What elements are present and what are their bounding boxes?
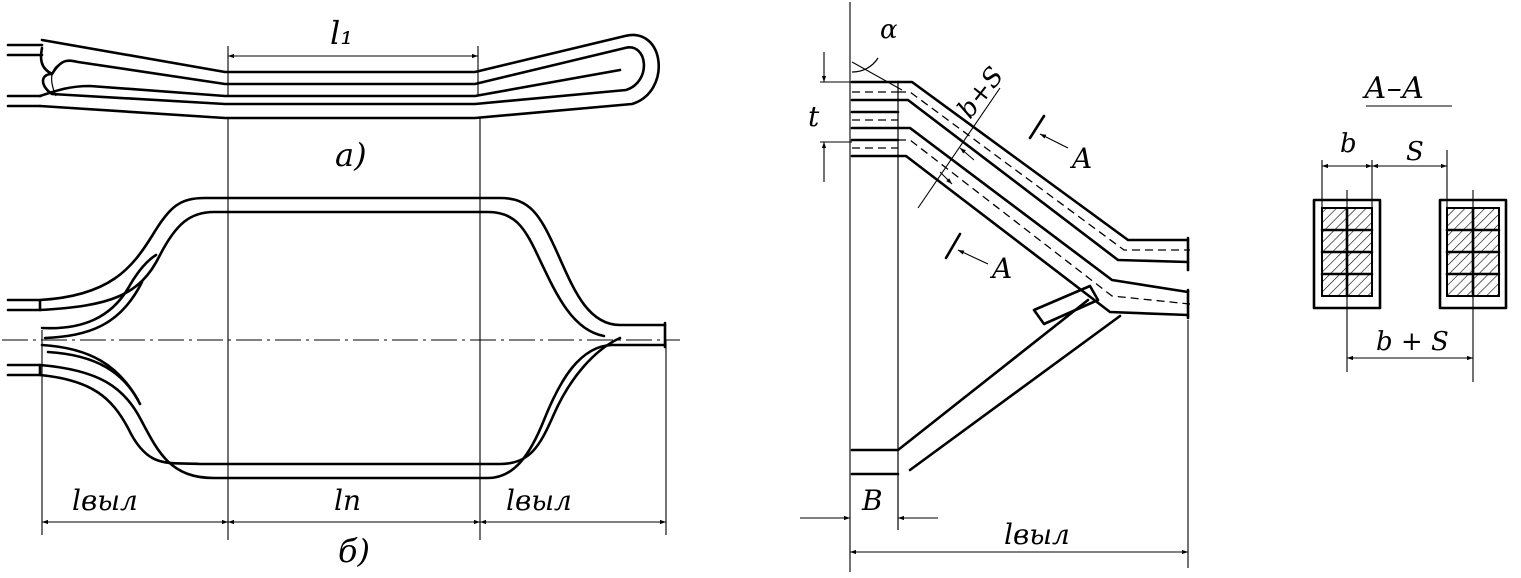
label-B: B bbox=[861, 484, 883, 517]
label-bs: b+S bbox=[952, 62, 1010, 125]
label-lvyl-right: lвыл bbox=[506, 484, 572, 517]
section-mark-top: A bbox=[1069, 142, 1092, 175]
label-ln: lп bbox=[334, 484, 361, 517]
label-alpha: α bbox=[880, 15, 898, 45]
coil-front-view bbox=[2, 196, 680, 480]
label-S: S bbox=[1406, 137, 1424, 167]
section-mark-bottom: A bbox=[989, 252, 1012, 285]
caption-a: а) bbox=[335, 136, 367, 174]
label-l1: l₁ bbox=[330, 14, 353, 52]
label-b-plus-s: b + S bbox=[1376, 327, 1449, 357]
section-a-a: А–А b S b + S bbox=[1312, 71, 1508, 382]
label-t: t bbox=[808, 100, 820, 133]
label-b: b bbox=[1340, 129, 1357, 159]
dims-c: α t b+S A A B lвыл bbox=[800, 15, 1188, 555]
extension-lines-ln bbox=[227, 118, 481, 540]
label-lvyl-left: lвыл bbox=[72, 484, 138, 517]
label-lvyl-c: lвыл bbox=[1004, 518, 1070, 551]
coil-top-view bbox=[6, 33, 661, 120]
section-title: А–А bbox=[1362, 71, 1424, 106]
caption-b: б) bbox=[338, 532, 370, 570]
dims-b: lвыл lп lвыл bbox=[41, 330, 667, 535]
dim-l1: l₁ bbox=[227, 14, 479, 96]
coil-side-view bbox=[849, 2, 1191, 572]
